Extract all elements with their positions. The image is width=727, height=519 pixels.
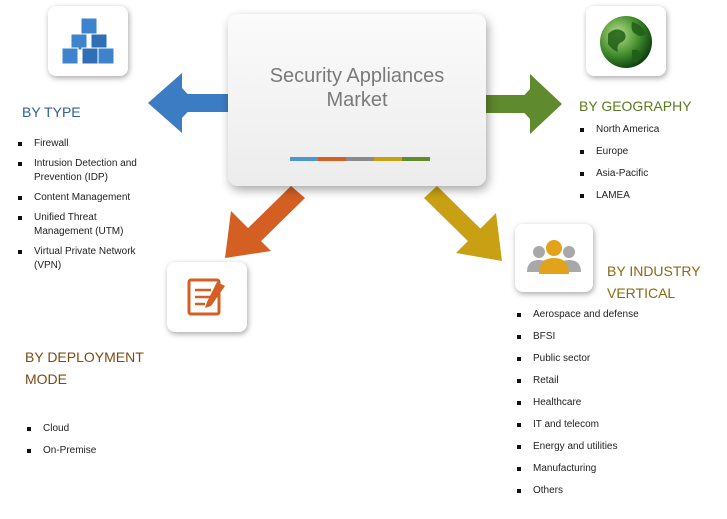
- color-bar-blue: [290, 157, 318, 161]
- globe-icon: [600, 16, 652, 68]
- list-item: Manufacturing: [517, 462, 639, 484]
- arrow-to-by-type: [148, 73, 230, 133]
- list-item: North America: [580, 123, 659, 145]
- by-deployment-icon-tile: [167, 262, 247, 332]
- list-item: IT and telecom: [517, 418, 639, 440]
- people-icon: [527, 240, 581, 274]
- list-item: Retail: [517, 374, 639, 396]
- list-item: Unified Threat Management (UTM): [18, 211, 156, 239]
- list-item: Healthcare: [517, 396, 639, 418]
- list-item: On-Premise: [27, 444, 96, 466]
- arrow-to-by-industry: [424, 186, 502, 261]
- list-item: LAMEA: [580, 189, 659, 211]
- by-geography-icon-tile: [586, 6, 666, 76]
- center-topic-box: Security Appliances Market: [228, 14, 486, 186]
- list-item: Cloud: [27, 422, 96, 444]
- by-industry-heading: BY INDUSTRY VERTICAL: [607, 263, 701, 301]
- by-geography-list: North America Europe Asia-Pacific LAMEA: [580, 123, 659, 211]
- list-item: Aerospace and defense: [517, 308, 639, 330]
- list-item: Public sector: [517, 352, 639, 374]
- color-bar-orange: [318, 157, 346, 161]
- cubes-icon: [61, 17, 115, 65]
- list-item: Asia-Pacific: [580, 167, 659, 189]
- list-item: Others: [517, 484, 639, 506]
- list-item: Europe: [580, 145, 659, 167]
- document-pencil-icon: [187, 278, 225, 316]
- color-bar-gold: [374, 157, 402, 161]
- by-geography-heading: BY GEOGRAPHY: [579, 98, 692, 114]
- market-title: Security Appliances Market: [269, 65, 445, 111]
- list-item: Firewall: [18, 137, 156, 151]
- list-item: Virtual Private Network (VPN): [18, 245, 156, 273]
- by-deployment-list: Cloud On-Premise: [27, 422, 96, 466]
- by-type-heading: BY TYPE: [22, 104, 81, 120]
- color-bar-green: [402, 157, 430, 161]
- by-type-icon-tile: [48, 6, 128, 76]
- arrow-to-by-geography: [486, 74, 562, 134]
- list-item: Energy and utilities: [517, 440, 639, 462]
- by-industry-list: Aerospace and defense BFSI Public sector…: [517, 308, 639, 506]
- by-industry-icon-tile: [515, 224, 593, 292]
- list-item: BFSI: [517, 330, 639, 352]
- color-bar-gray: [346, 157, 374, 161]
- by-deployment-heading: BY DEPLOYMENT MODE: [25, 349, 144, 387]
- list-item: Intrusion Detection and Prevention (IDP): [18, 157, 156, 185]
- list-item: Content Management: [18, 191, 156, 205]
- arrow-to-by-deployment: [225, 186, 305, 258]
- color-bar: [290, 157, 430, 161]
- by-type-list: Firewall Intrusion Detection and Prevent…: [18, 137, 156, 279]
